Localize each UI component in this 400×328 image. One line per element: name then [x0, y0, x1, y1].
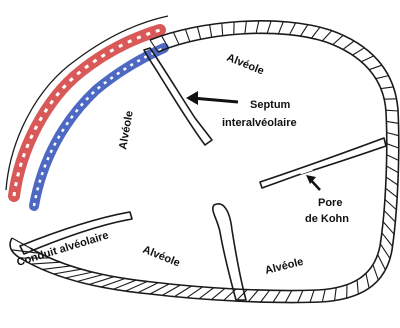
- septum-arrowhead: [186, 91, 198, 105]
- artery-vessel: [14, 30, 160, 196]
- wall-cell: [386, 177, 398, 185]
- wall-cell: [387, 133, 399, 136]
- wall-cell: [261, 290, 270, 302]
- wall-cell: [384, 211, 395, 222]
- wall-cell: [298, 290, 303, 302]
- upper-septum: [144, 48, 212, 145]
- wall-cell: [312, 27, 321, 38]
- label-pore-line2: de Kohn: [305, 213, 349, 225]
- wall-cell: [211, 288, 225, 299]
- vein-vessel: [34, 48, 164, 206]
- wall-cell: [373, 265, 378, 280]
- label-alveole-bottom-left: Alvéole: [141, 244, 182, 270]
- label-alveole-top: Alvéole: [225, 52, 266, 78]
- wall-cell: [386, 121, 398, 123]
- wall-cell: [290, 23, 296, 35]
- septum-arrow: [192, 98, 238, 102]
- wall-cell: [376, 76, 389, 79]
- septa: [20, 48, 386, 300]
- wall-cell: [357, 280, 358, 294]
- wall-cell: [386, 166, 398, 173]
- wall-cell: [248, 290, 258, 302]
- wall-cell: [175, 286, 192, 297]
- wall-cell: [343, 41, 354, 49]
- wall-cell: [386, 188, 398, 197]
- wall-cell: [386, 110, 398, 111]
- wall-cell: [54, 269, 82, 274]
- wall-cell: [65, 272, 92, 278]
- label-alveole-left: Alvéole: [117, 110, 136, 151]
- wall-cell: [366, 273, 369, 288]
- wall-cell: [77, 275, 103, 282]
- wall-cell: [387, 144, 399, 148]
- wall-cell: [361, 56, 374, 62]
- artery-vessel-dashes: [14, 30, 160, 196]
- wall-cell: [353, 48, 365, 55]
- label-pore-line1: Pore: [318, 197, 342, 209]
- bottom-septum: [213, 204, 246, 300]
- wall-cell: [42, 266, 71, 270]
- wall-cell: [267, 21, 271, 33]
- wall-cell: [383, 222, 394, 235]
- wall-cell: [387, 155, 399, 161]
- wall-cell: [273, 291, 281, 303]
- wall-cell: [210, 25, 212, 38]
- wall-cell: [310, 290, 314, 302]
- wall-cell: [322, 289, 325, 302]
- wall-cell: [285, 291, 292, 303]
- wall-cell: [322, 31, 332, 41]
- wall-cell: [256, 21, 259, 33]
- wall-cell: [301, 25, 308, 36]
- wall-cell: [381, 87, 393, 89]
- wall-cell: [385, 199, 396, 209]
- wall-cell: [335, 288, 337, 301]
- label-alveole-bottom-right: Alvéole: [264, 256, 305, 277]
- label-septum-line2: interalvéolaire: [222, 117, 297, 129]
- wall-cell: [245, 21, 247, 34]
- wall-cell: [187, 287, 203, 298]
- wall-cell: [278, 22, 283, 34]
- wall-cell: [185, 29, 189, 42]
- label-septum-line1: Septum: [250, 99, 291, 111]
- wall-cell: [199, 288, 214, 299]
- wall-cell: [382, 233, 393, 247]
- wall-cell: [173, 32, 179, 44]
- right-septum: [260, 138, 386, 188]
- blood-vessels: [6, 16, 168, 206]
- wall-cell: [222, 23, 223, 36]
- wall-cell: [378, 255, 386, 270]
- wall-cell: [380, 244, 390, 259]
- wall-cell: [197, 27, 200, 40]
- vein-vessel-dashes: [34, 48, 164, 206]
- wall-cell: [333, 35, 343, 44]
- wall-cell: [369, 65, 382, 70]
